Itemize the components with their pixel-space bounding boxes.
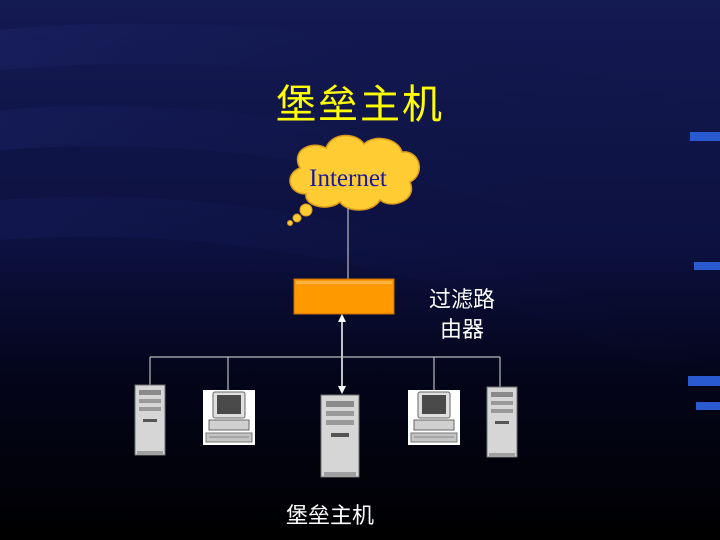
filter-router [294, 279, 394, 314]
router-label: 过滤路 由器 [422, 286, 502, 346]
tower-computer-icon [487, 387, 517, 457]
bastion-host-label: 堡垒主机 [270, 498, 390, 530]
internet-label: Internet [296, 165, 400, 193]
desktop-computer-icon [203, 390, 255, 445]
slide-title: 堡垒主机 [0, 72, 720, 130]
desktop-computer-icon [408, 390, 460, 445]
router-label-line2: 由器 [422, 316, 502, 346]
edge-bar [696, 402, 720, 410]
edge-bar [690, 132, 720, 141]
router-label-line1: 过滤路 [422, 286, 502, 316]
bastion-host-icon [321, 395, 359, 477]
edge-bar [688, 376, 720, 386]
tower-computer-icon [135, 385, 165, 455]
edge-bar [694, 262, 720, 270]
